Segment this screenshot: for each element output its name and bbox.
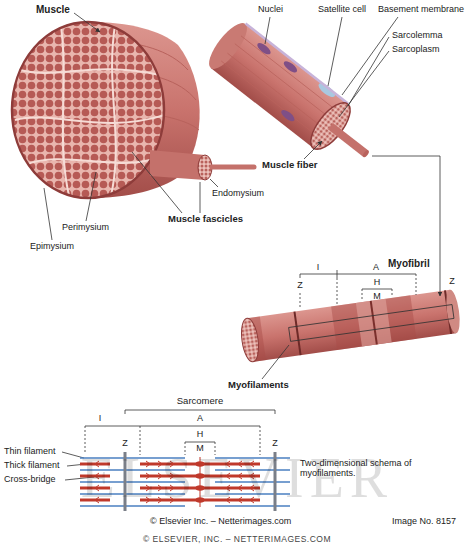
- watermark: ELSEVIER: [81, 450, 393, 506]
- structure-label: Thin filament: [4, 446, 56, 456]
- structure-label: Muscle: [36, 4, 70, 16]
- structure-label: Muscle fiber: [262, 160, 317, 171]
- fiber-drawing: [203, 16, 386, 177]
- structure-label: Perimysium: [62, 222, 109, 232]
- band-letter: Z: [297, 280, 303, 290]
- structure-label: Thick filament: [4, 460, 60, 470]
- structure-label: Basement membrane: [378, 4, 464, 14]
- structure-label: Sarcolemma: [392, 30, 443, 40]
- band-letter: H: [374, 277, 381, 287]
- band-letter: Z: [272, 438, 278, 448]
- structure-label: Endomysium: [212, 188, 264, 198]
- structure-label: Epimysium: [30, 241, 74, 251]
- structure-label: Sarcoplasm: [392, 44, 440, 54]
- band-letter: A: [197, 413, 203, 423]
- band-brackets: [300, 270, 416, 309]
- band-letter: Z: [122, 438, 128, 448]
- structure-label: Muscle fascicles: [168, 214, 243, 225]
- structure-label: Satellite cell: [318, 4, 366, 14]
- structure-label: Sarcomere: [177, 396, 223, 407]
- footer-text: © ELSEVIER, INC. – NETTERIMAGES.COM: [143, 535, 331, 545]
- structure-label: Nuclei: [258, 4, 283, 14]
- band-letter: I: [317, 262, 320, 272]
- band-letter: H: [197, 429, 204, 439]
- band-letter: Z: [449, 276, 455, 286]
- footer-text: © Elsevier Inc. – Netterimages.com: [150, 516, 291, 526]
- leader-lines: [44, 13, 440, 379]
- band-letter: I: [99, 413, 102, 423]
- footer-text: Image No. 8157: [392, 516, 456, 526]
- structure-label: Myofilaments: [228, 380, 289, 391]
- band-letter: M: [373, 291, 381, 301]
- band-letter: A: [373, 262, 379, 272]
- structure-label: Cross-bridge: [4, 474, 56, 484]
- myofibril-drawing: [239, 289, 462, 363]
- structure-label: Myofibril: [388, 258, 430, 270]
